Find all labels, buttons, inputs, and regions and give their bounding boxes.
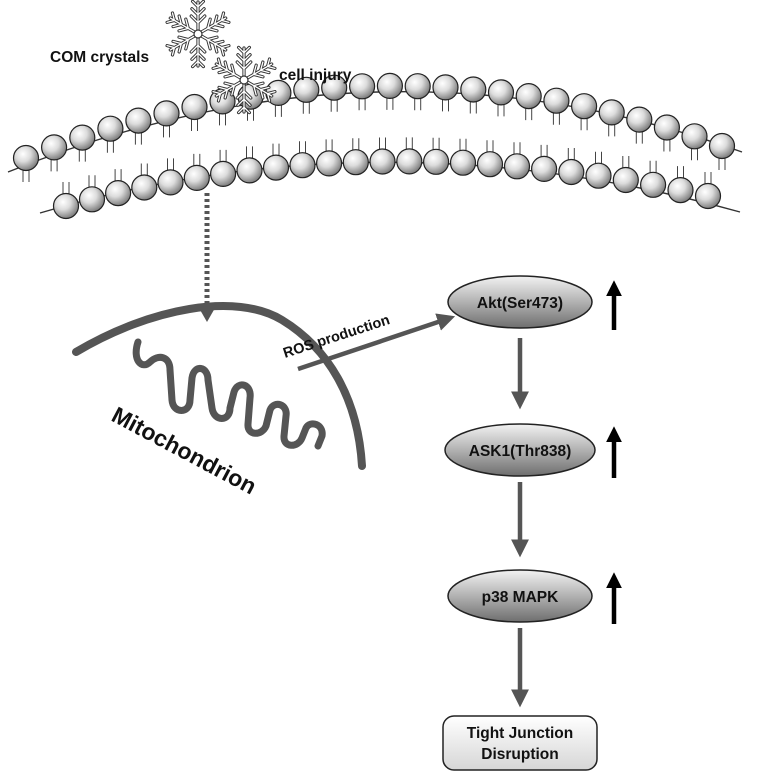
mitochondrion-icon — [72, 302, 366, 470]
lipid-head — [349, 73, 376, 100]
lipid-head — [404, 73, 431, 100]
lipid-head — [12, 144, 40, 172]
lipid-head — [181, 93, 208, 121]
dashed-arrow — [199, 193, 215, 322]
cell-injury-label: cell injury — [279, 67, 352, 84]
lipid-head — [396, 148, 423, 175]
lipid-head — [694, 182, 722, 210]
lipid-head — [104, 180, 132, 207]
lipid-head — [503, 153, 531, 180]
lipid-head — [487, 79, 515, 106]
lipid-head — [131, 174, 158, 201]
lipid-head — [570, 93, 598, 120]
lipid-head — [449, 149, 477, 176]
lipid-head — [97, 115, 124, 142]
lipid-head — [262, 154, 290, 181]
lipid-head — [558, 158, 585, 186]
outcome-line2: Disruption — [481, 746, 559, 763]
mitochondrion-cristae — [132, 338, 326, 450]
lipid-head — [78, 186, 106, 213]
lipid-head — [321, 74, 348, 101]
lipid-head — [69, 124, 96, 151]
com-crystal-icon — [211, 45, 277, 115]
lipid-head — [183, 164, 210, 191]
lipid-head — [432, 74, 459, 101]
lipid-head — [598, 99, 625, 126]
lipid-head — [342, 149, 369, 176]
lipid-head — [543, 87, 570, 114]
lipid-head — [639, 171, 667, 198]
lipid-head — [210, 160, 237, 187]
lipid-head — [612, 166, 639, 194]
tight-junction-disruption-box: Tight Junction Disruption — [442, 715, 598, 771]
lipid-head — [515, 82, 542, 110]
lipid-head — [52, 192, 80, 220]
p38-label: p38 MAPK — [482, 589, 559, 606]
lipid-head — [681, 123, 708, 150]
lipid-head — [423, 148, 450, 175]
lipid-head — [125, 107, 152, 134]
mitochondrion-label: Mitochondrion — [108, 401, 261, 499]
lipid-head — [476, 151, 504, 178]
lipid-head — [40, 134, 68, 161]
ask1-node: ASK1(Thr838) — [444, 423, 596, 477]
lipid-head — [236, 157, 263, 184]
lipid-head — [369, 148, 396, 175]
mitochondrion-outer-membrane — [72, 302, 366, 470]
lipid-head — [289, 152, 316, 179]
akt-label: Akt(Ser473) — [477, 295, 563, 312]
lipid-heads-outer-layer — [12, 72, 736, 172]
lipid-head — [585, 162, 612, 189]
lipid-head — [293, 76, 320, 103]
lipid-head — [376, 72, 403, 100]
outcome-line1: Tight Junction — [467, 725, 573, 742]
ask1-label: ASK1(Thr838) — [469, 443, 572, 460]
lipid-heads-inner-layer — [52, 148, 722, 220]
ros-production-arrow — [297, 313, 456, 372]
lipid-head — [530, 155, 558, 182]
lipid-head — [667, 177, 694, 204]
lipid-head — [708, 132, 736, 160]
lipid-head — [157, 169, 184, 196]
com-crystal-icon — [165, 0, 231, 69]
lipid-head — [626, 106, 653, 133]
lipid-head — [153, 100, 180, 127]
lipid-head — [653, 114, 681, 141]
lipid-head — [316, 150, 343, 177]
cell-membrane-bilayer — [7, 72, 743, 220]
p38-node: p38 MAPK — [447, 569, 593, 623]
com-crystals-label: COM crystals — [50, 49, 149, 66]
lipid-head — [460, 76, 487, 103]
akt-node: Akt(Ser473) — [447, 275, 593, 329]
